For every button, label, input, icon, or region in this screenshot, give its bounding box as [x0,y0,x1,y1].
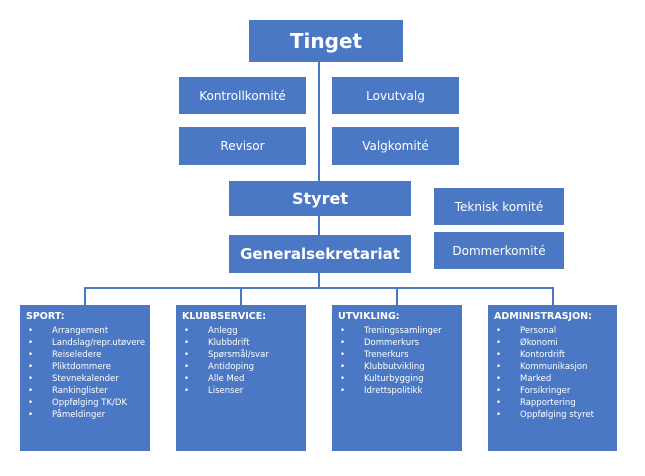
section-utvikling: UTVIKLING: Treningssamlinger Dommerkurs … [332,305,462,451]
list-item: Arrangement [26,325,144,337]
section-title: ADMINISTRASJON: [494,311,592,322]
list-item: Trenerkurs [338,349,456,361]
connector-utvikling [396,287,398,305]
list-item: Reiseledere [26,349,144,361]
section-title: UTVIKLING: [338,311,400,322]
lovutvalg-box: Lovutvalg [332,77,459,114]
list-item: Kontordrift [494,349,611,361]
list-item: Antidoping [182,361,300,373]
list-item: Rapportering [494,397,611,409]
list-item: Anlegg [182,325,300,337]
list-item: Klubbdrift [182,337,300,349]
revisor-box: Revisor [179,127,306,165]
dommerkomite-label: Dommerkomité [452,243,546,258]
connector-main-vertical [318,62,320,181]
list-item: Marked [494,373,611,385]
section-klubbservice: KLUBBSERVICE: Anlegg Klubbdrift Spørsmål… [176,305,306,451]
connector-sport [84,287,86,305]
teknisk-komite-label: Teknisk komité [454,199,544,214]
styret-box: Styret [229,181,411,216]
list-item: Kommunikasjon [494,361,611,373]
valgkomite-box: Valgkomité [332,127,459,165]
connector-gensek-down [318,273,320,288]
list-item: Oppfølging styret [494,409,611,421]
section-sport: SPORT: Arrangement Landslag/repr.utøvere… [20,305,150,451]
list-item: Klubbutvikling [338,361,456,373]
list-item: Idrettspolitikk [338,385,456,397]
list-item: Kulturbygging [338,373,456,385]
list-item: Alle Med [182,373,300,385]
section-list: Personal Økonomi Kontordrift Kommunikasj… [494,325,611,421]
connector-horizontal [84,287,554,289]
list-item: Oppfølging TK/DK [26,397,144,409]
tinget-box: Tinget [249,20,403,62]
dommerkomite-box: Dommerkomité [434,232,564,269]
list-item: Forsikringer [494,385,611,397]
list-item: Lisenser [182,385,300,397]
connector-styret-gensek [318,216,320,235]
section-title: KLUBBSERVICE: [182,311,267,322]
section-list: Treningssamlinger Dommerkurs Trenerkurs … [338,325,456,397]
section-list: Arrangement Landslag/repr.utøvere Reisel… [26,325,145,421]
list-item: Treningssamlinger [338,325,456,337]
list-item: Økonomi [494,337,611,349]
list-item: Rankinglister [26,385,144,397]
lovutvalg-label: Lovutvalg [366,88,425,103]
connector-administrasjon [552,287,554,305]
list-item: Pliktdommere [26,361,144,373]
list-item: Spørsmål/svar [182,349,300,361]
kontrollkomite-box: Kontrollkomité [179,77,306,114]
styret-label: Styret [292,189,348,208]
section-title: SPORT: [26,311,65,322]
teknisk-komite-box: Teknisk komité [434,188,564,225]
list-item: Stevnekalender [26,373,144,385]
revisor-label: Revisor [220,139,265,153]
list-item: Personal [494,325,611,337]
kontrollkomite-label: Kontrollkomité [199,88,286,103]
section-administrasjon: ADMINISTRASJON: Personal Økonomi Kontord… [488,305,617,451]
list-item: Påmeldinger [26,409,144,421]
section-list: Anlegg Klubbdrift Spørsmål/svar Antidopi… [182,325,300,397]
connector-klubbservice [240,287,242,305]
tinget-label: Tinget [289,29,363,53]
list-item: Landslag/repr.utøvere [26,337,145,349]
generalsekretariat-label: Generalsekretariat [240,245,400,263]
valgkomite-label: Valgkomité [362,139,429,153]
list-item: Dommerkurs [338,337,456,349]
generalsekretariat-box: Generalsekretariat [229,235,411,273]
